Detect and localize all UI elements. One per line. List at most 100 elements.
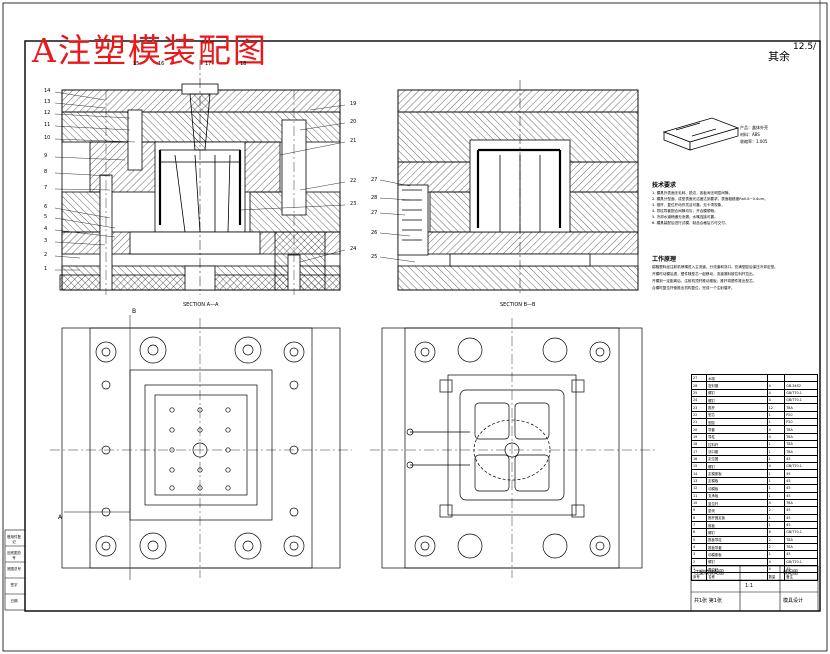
leader-lines-left [54,91,136,271]
bom-cell: GB/T70.1 [784,528,818,537]
note-line: 1. 模具外表面无毛刺、锐边，各板间无明显间隙。 [652,191,733,195]
bom-cell: 4 [766,498,786,508]
bom-cell: 20 [690,425,708,434]
part-number-label: 25 [371,254,378,260]
bom-cell: 1 [766,550,786,559]
section-a-a-label: SECTION A—A [183,302,219,308]
strip-label: 签字 [10,583,18,587]
bom-cell: 推板导套 [706,542,768,552]
work-notes: 熔融塑料经注射机喷嘴进入主流道、分流道和浇口，充满型腔后保压冷却定型。 开模时动… [652,264,817,292]
part-number-label: 24 [350,246,357,252]
part-number-label: 15 [133,61,140,67]
title-block-school: 模具设计 [783,598,804,604]
work-line: 开模到一定距离后，注射机顶杆推动推板，推杆将塑件推出型芯。 [652,279,757,283]
product-sketch [662,117,740,151]
bom-cell: 4 [766,557,786,566]
bom-cell: 型芯 [706,410,768,420]
cut-mark-b: B [132,308,137,315]
bom-cell: 2 [766,506,786,515]
title-block-scale: 1:1 [745,583,754,589]
note-line: 4. 导柱导套配合间隙均匀，开合模顺畅。 [652,209,718,213]
part-number-label: 8 [44,169,48,175]
bom-cell: 定模座板 [706,469,768,478]
bom-cell: GB-3452 [784,381,818,390]
bom-cell: 螺钉 [706,388,768,398]
part-number-label: 27 [371,210,378,216]
work-notes-title: 工作原理 [652,256,677,263]
plan-view-fixed-half [370,318,655,578]
note-line: 6. 模具装配后进行试模，制品合格后方可交付。 [652,221,729,225]
bom-cell: 10 [690,498,708,508]
bom-cell: P20 [784,410,818,420]
part-number-label: 11 [44,122,51,128]
bom-cell: 6 [690,528,708,537]
bom-cell: T8A [784,447,818,456]
bom-cell: 45 [784,454,818,464]
bom-cell: 拉料杆 [706,440,768,449]
part-number-label: 20 [350,119,357,125]
note-line: 3. 推杆、复位杆动作灵活可靠，无卡滞现象。 [652,203,725,207]
bom-cell: 45 [784,476,818,486]
bom-cell: 45 [784,506,818,515]
part-number-label: 26 [371,230,378,236]
bom-cell: 4 [766,381,786,390]
bom-cell [784,373,818,383]
part-number-label: 10 [44,135,51,141]
part-number-label: 9 [44,153,48,159]
work-line: 熔融塑料经注射机喷嘴进入主流道、分流道和浇口，充满型腔后保压冷却定型。 [652,265,778,269]
bom-cell: 16 [690,454,708,464]
bom-cell: 6 [766,528,786,537]
bom-cell: GB/T70.1 [784,388,818,398]
bom-cell: 定模板 [706,476,768,486]
bom-cell: GB/T70.1 [784,396,818,405]
bom-cell: 4 [766,425,786,434]
sheet-label-text: 其余 [768,50,790,63]
bom-cell: 19 [690,432,708,442]
part-number-label: 16 [158,61,165,67]
part-number-label: 13 [44,99,51,105]
note-line: 5. 冷却水道畅通无渗漏，水嘴连接可靠。 [652,215,718,219]
bom-cell: 11 [690,491,708,500]
bom-cell: 动模座板 [706,550,768,559]
bom-cell: 24 [690,396,708,405]
bom-cell: 螺钉 [706,528,768,537]
left-strip [4,529,26,611]
bom-cell: 45 [784,491,818,500]
plan-view-moving-half [50,315,352,580]
part-number-label: 6 [44,204,48,210]
part-number-label: 2 [44,252,48,258]
bom-cell: 1 [766,469,786,478]
bom-cell: 1 [766,410,786,420]
bom-cell: 复位杆 [706,498,768,508]
bom-cell: P20 [784,418,818,427]
bom-cell: T8A [784,440,818,449]
leader-lines-right [239,104,346,263]
bom-cell [766,373,786,383]
bom-cell: 螺钉 [706,396,768,405]
bom-cell: 26 [690,381,708,390]
bom-cell: 4 [690,542,708,552]
drawing-title: A注塑模装配图 [32,31,268,70]
work-line: 合模时复位杆使推出机构复位，完成一个注射循环。 [652,286,735,290]
product-material: 材料：ABS [740,132,760,137]
bom-cell: 4 [766,388,786,398]
sheet-fraction: 12.5/ [793,42,817,52]
bom-cell: 1 [766,440,786,449]
bom-cell: 螺钉 [706,557,768,566]
bom-cell: 2 [690,557,708,566]
